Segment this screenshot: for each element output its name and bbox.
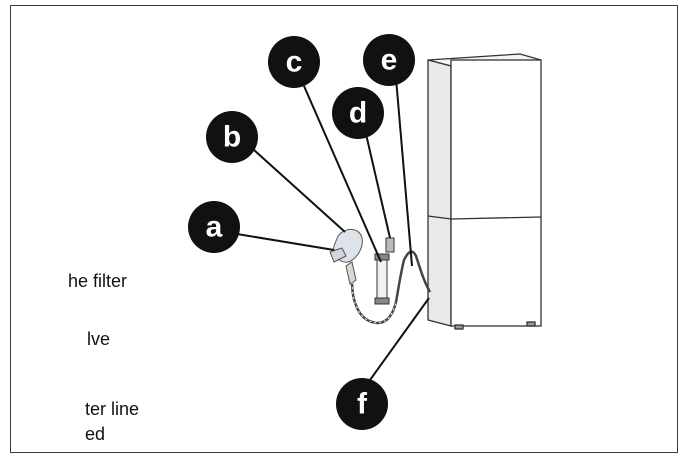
callout-e-label: e xyxy=(381,44,398,77)
connector xyxy=(385,237,395,253)
valve-handle xyxy=(329,247,347,263)
connector-body xyxy=(385,237,395,253)
callout-c: c xyxy=(268,36,320,88)
fridge-foot-right xyxy=(526,321,536,327)
callout-e: e xyxy=(363,34,415,86)
leader-a xyxy=(236,233,335,251)
valve xyxy=(329,229,363,285)
side-text-line-1: he filter xyxy=(68,271,128,291)
fridge-side-split xyxy=(427,215,452,220)
diagram-frame xyxy=(10,5,678,453)
callout-d: d xyxy=(332,87,384,139)
fridge-foot-left xyxy=(454,324,464,330)
water-filter xyxy=(374,253,390,305)
filter-cap-bottom xyxy=(374,297,390,305)
callout-f-label: f xyxy=(357,388,368,421)
refrigerator xyxy=(427,53,542,330)
callout-d-label: d xyxy=(349,97,367,130)
callout-b-label: b xyxy=(223,121,241,154)
filter-body xyxy=(376,259,388,299)
callout-a-label: a xyxy=(206,211,223,244)
fridge-door-split xyxy=(450,216,542,220)
side-text-line-4: ed xyxy=(85,424,106,444)
fridge-front xyxy=(450,59,542,327)
valve-stem xyxy=(345,261,357,285)
leader-b xyxy=(253,149,346,233)
callout-c-label: c xyxy=(286,46,303,79)
water-line xyxy=(350,250,432,325)
leader-c xyxy=(303,85,382,263)
side-text-line-3: ter line xyxy=(85,399,140,419)
leader-lines xyxy=(236,77,430,381)
callout-a: a xyxy=(188,201,240,253)
leader-e xyxy=(395,77,413,267)
callout-f: f xyxy=(336,378,388,430)
side-text-line-2: lve xyxy=(87,329,111,349)
leader-d xyxy=(365,133,391,239)
callout-b: b xyxy=(206,111,258,163)
fridge-side xyxy=(427,59,452,327)
leader-f xyxy=(369,297,430,381)
water-line-texture xyxy=(351,281,397,324)
cropped-side-text: he filter lve ter line ed xyxy=(0,0,150,457)
